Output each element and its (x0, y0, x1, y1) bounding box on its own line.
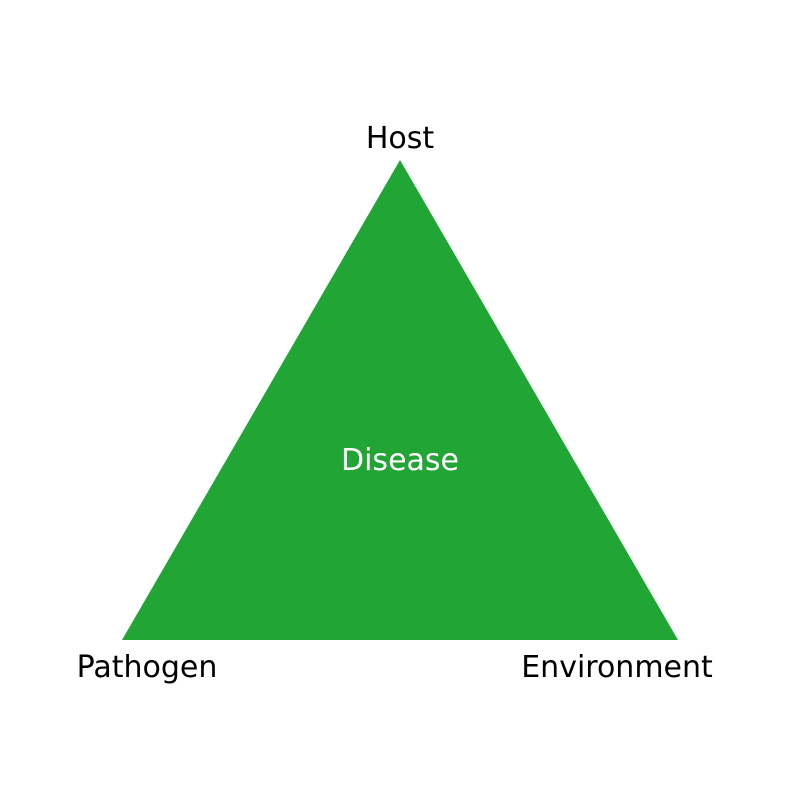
disease-label: Disease (341, 443, 459, 478)
triangle-shape (122, 160, 678, 640)
environment-label: Environment (521, 650, 713, 685)
pathogen-label: Pathogen (77, 650, 218, 685)
host-label: Host (366, 121, 435, 156)
